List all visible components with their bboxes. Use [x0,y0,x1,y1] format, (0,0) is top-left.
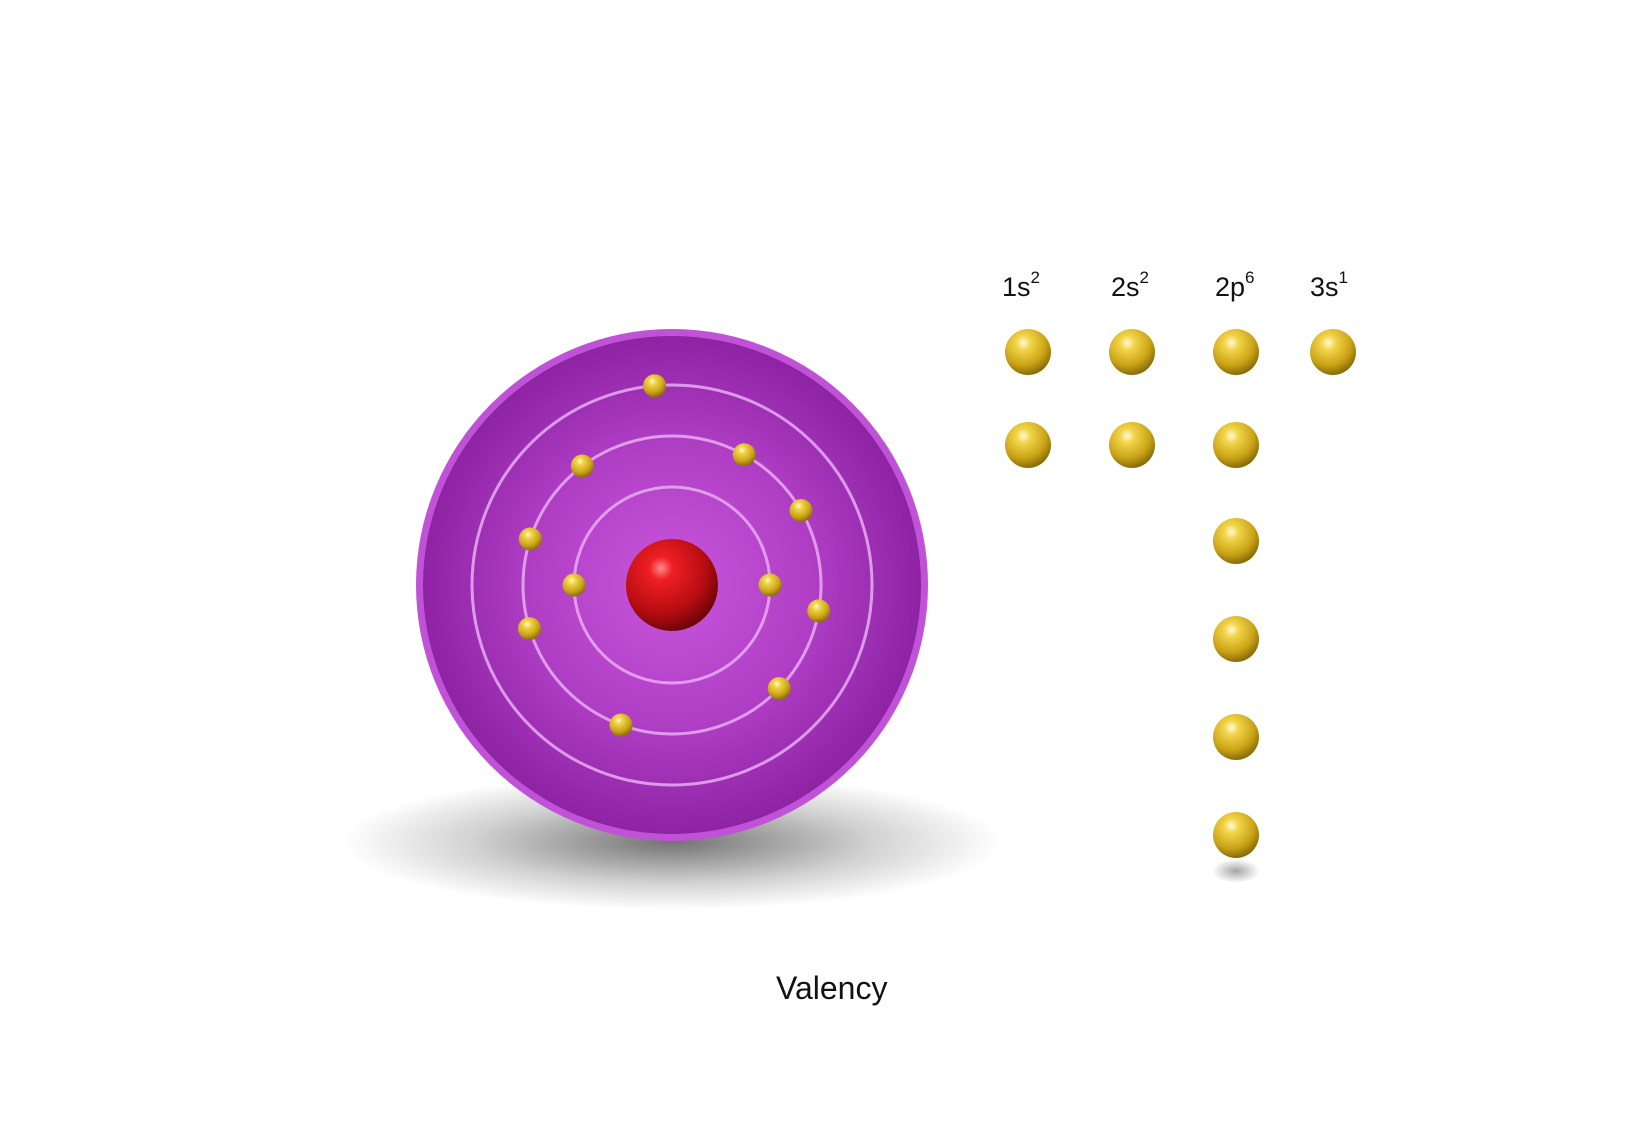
orbital-electron-2p-5 [1213,714,1259,760]
atom [416,329,928,841]
orbital-label-2s: 2s2 [1111,268,1149,303]
orbit-ring-2 [521,434,823,736]
orbit-ring-3 [470,383,874,787]
orbital-electron-1s-1 [1005,329,1051,375]
electron-shell-2-1 [570,454,594,478]
electron-shell-2-8 [518,527,542,551]
orbital-label-base: 2s [1111,272,1140,302]
orbital-electron-2p-3 [1213,518,1259,564]
orbital-electron-1s-2 [1005,422,1051,468]
electron-shell-2-5 [767,677,791,700]
electron-shell-2-4 [807,599,831,623]
orbital-label-exponent: 6 [1245,268,1255,287]
electron-shell-1-2 [758,573,782,597]
electron-shell-2-3 [789,499,813,522]
orbital-electron-3s-1 [1310,329,1356,375]
electron-shell-2-2 [732,443,756,467]
orbital-electron-2p-1 [1213,329,1259,375]
orbital-electron-2p-4 [1213,616,1259,662]
orbital-label-exponent: 1 [1338,268,1348,287]
orbital-label-exponent: 2 [1139,268,1149,287]
orbital-label-exponent: 2 [1030,268,1040,287]
electron-shell-2-7 [518,617,541,641]
orbital-electron-2p-6 [1213,812,1259,858]
orbital-label-base: 2p [1215,272,1246,302]
orbital-electron-2s-2 [1109,422,1155,468]
atom-electrons [518,374,831,737]
orbital-label-2p: 2p6 [1215,268,1255,303]
orbital-label-base: 1s [1002,272,1031,302]
caption-valency: Valency [776,970,888,1006]
orbital-electron-2p-2 [1213,422,1259,468]
nucleus [626,539,718,631]
orbital-label-1s: 1s2 [1002,268,1040,303]
atom-shadow [342,774,1002,910]
orbital-electron-shadow [1212,859,1260,883]
electron-shell-3-1 [643,374,667,398]
orbital-columns [1005,329,1356,883]
orbital-label-base: 3s [1310,272,1339,302]
orbital-electron-2s-1 [1109,329,1155,375]
electron-shell-1-1 [562,573,586,597]
electron-shell-2-6 [609,713,633,737]
orbital-label-3s: 3s1 [1310,268,1348,303]
